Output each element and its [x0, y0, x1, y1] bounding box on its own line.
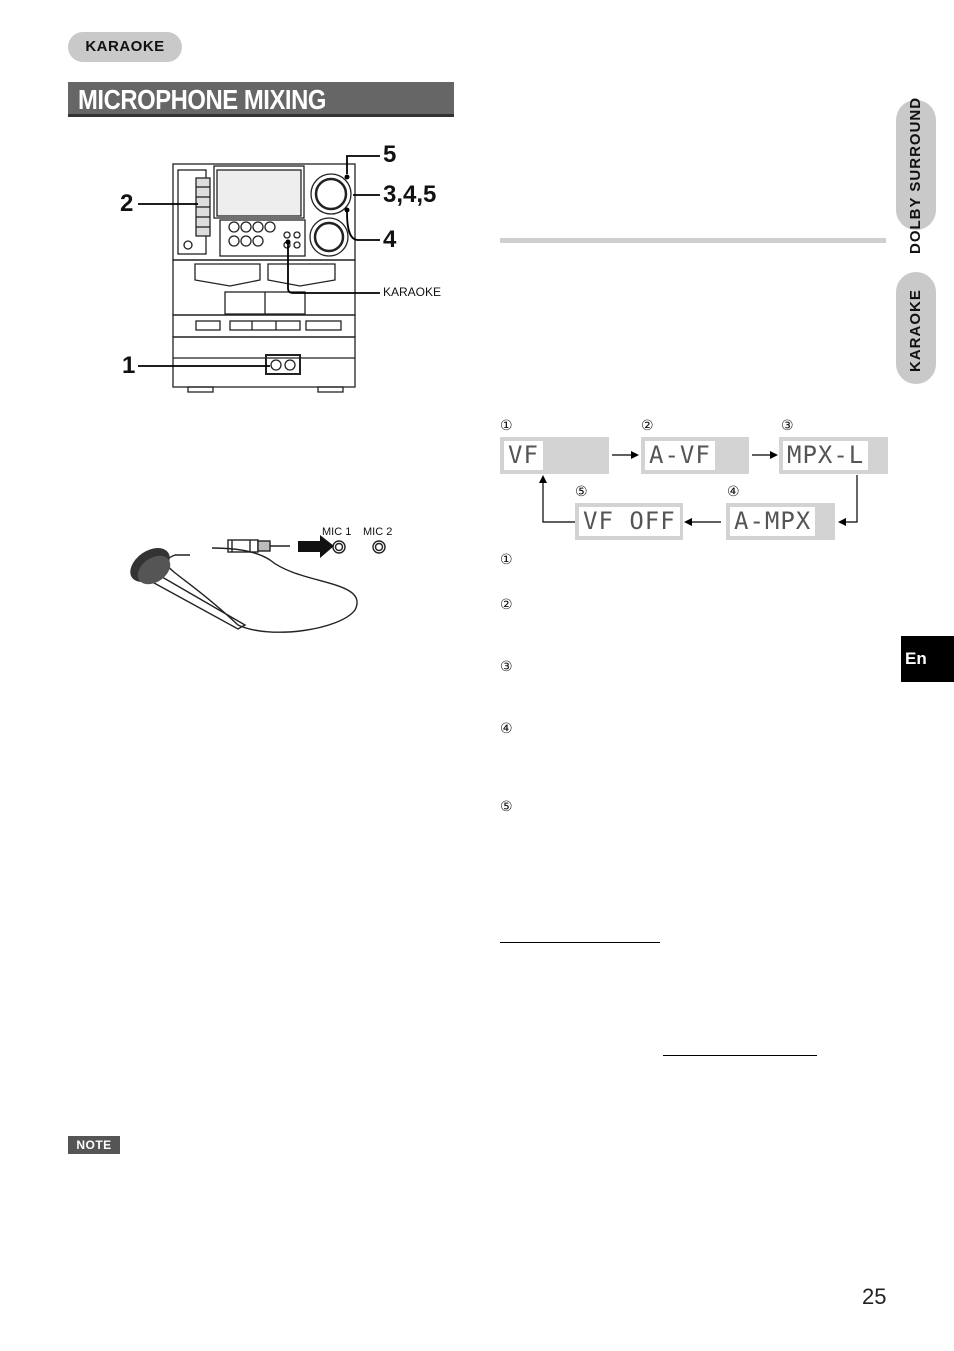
section-separator	[500, 238, 886, 243]
karaoke-button-label: KARAOKE	[383, 285, 442, 299]
dolby-tab-bg	[896, 100, 936, 230]
seq-marker-2: ②	[641, 418, 654, 434]
mic1-label: MIC 1	[322, 526, 352, 538]
display-mpx-l: MPX-L	[779, 437, 888, 474]
page-number: 25	[862, 1284, 887, 1309]
sequence-arrows	[539, 451, 858, 526]
list-marker-3: ③	[500, 659, 513, 675]
microphone-illustration	[130, 535, 386, 633]
display-vf-off-text: VF OFF	[579, 507, 680, 536]
display-vf: VF	[500, 437, 609, 474]
mic2-label: MIC 2	[363, 526, 393, 538]
display-a-vf-text: A-VF	[645, 441, 715, 470]
list-marker-4: ④	[500, 721, 513, 737]
seq-marker-3: ③	[781, 418, 794, 434]
list-marker-5: ⑤	[500, 799, 513, 815]
seq-marker-1: ①	[500, 418, 513, 434]
callout-2: 2	[120, 190, 134, 217]
language-tab: En	[901, 636, 954, 682]
display-a-mpx-text: A-MPX	[730, 507, 816, 536]
section-tag: KARAOKE	[68, 32, 182, 62]
callout-1: 1	[122, 352, 136, 379]
stereo-device-illustration	[138, 155, 380, 393]
page-title: MICROPHONE MIXING	[78, 84, 326, 115]
callout-5: 5	[383, 141, 397, 168]
callout-4: 4	[383, 226, 397, 253]
title-bar	[68, 82, 454, 117]
seq-marker-5: ⑤	[575, 484, 588, 500]
underline-rule-2	[663, 1055, 817, 1056]
seq-marker-4: ④	[727, 484, 740, 500]
display-vf-off: VF OFF	[575, 503, 683, 540]
note-label: NOTE	[68, 1136, 120, 1154]
karaoke-tab-bg	[896, 272, 936, 384]
display-a-mpx: A-MPX	[726, 503, 835, 540]
side-tab-karaoke: KARAOKE	[907, 289, 924, 372]
list-marker-1: ①	[500, 552, 513, 568]
display-vf-text: VF	[504, 441, 543, 470]
display-a-vf: A-VF	[641, 437, 749, 474]
underline-rule-1	[500, 942, 660, 943]
display-mpx-l-text: MPX-L	[783, 441, 869, 470]
side-tab-dolby-surround: DOLBY SURROUND	[907, 96, 924, 254]
list-marker-2: ②	[500, 597, 513, 613]
callout-3-4-5: 3,4,5	[383, 181, 437, 208]
